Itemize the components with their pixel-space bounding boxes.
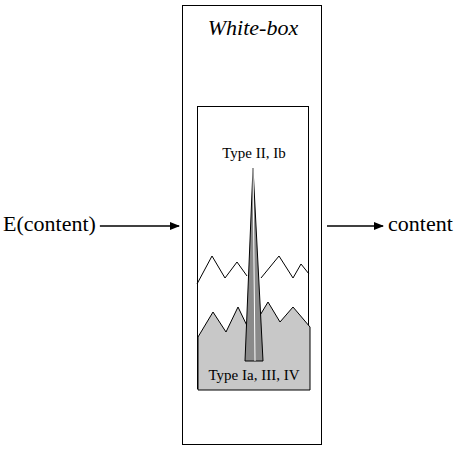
type-label: Type Ia, III, IV bbox=[209, 367, 300, 384]
spike-peak bbox=[245, 168, 263, 361]
output-arrow bbox=[327, 225, 383, 227]
input-label: E(content) bbox=[3, 212, 96, 236]
inner-panel: Type II, Ib Type Ia, III, IV bbox=[197, 106, 309, 389]
white-box: White-boxType II, Ib Type Ia, III, IV bbox=[182, 5, 322, 445]
output-label: content bbox=[388, 212, 453, 236]
type-label: Type II, Ib bbox=[222, 145, 286, 162]
input-arrow bbox=[100, 225, 179, 227]
spike-ridge bbox=[253, 168, 255, 361]
peak-line bbox=[261, 256, 309, 278]
peak-line bbox=[197, 256, 247, 284]
box-title: White-box bbox=[208, 16, 298, 40]
